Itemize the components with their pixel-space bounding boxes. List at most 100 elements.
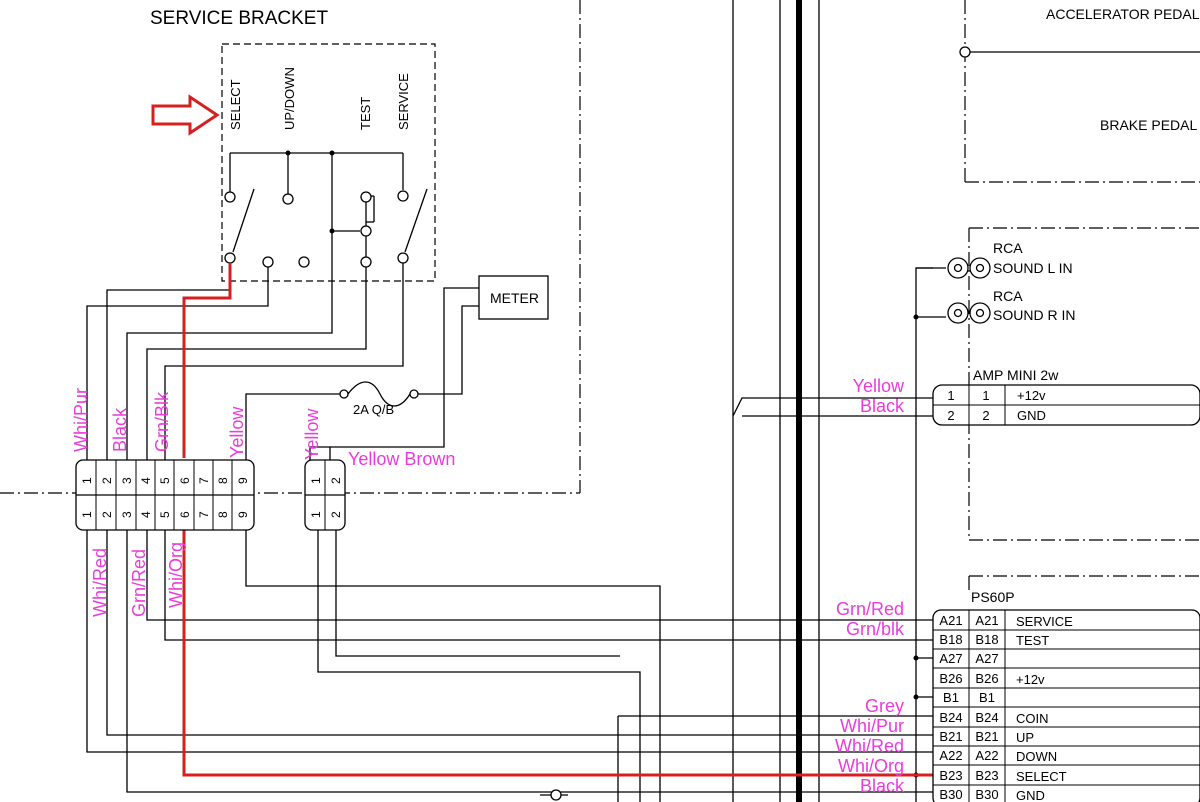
ps-wire-a21: Grn/Red <box>836 599 904 619</box>
ps-wire-b24: Grey <box>865 696 904 716</box>
amp-pin2-1: 1 <box>982 388 989 403</box>
wire-label-yellow-2: Yellow <box>302 408 322 460</box>
ps60p-connector: PS60P A21 A21 SERVICE B18 B18 TEST A27 A… <box>932 589 1200 802</box>
c2-bot-pin-1: 1 <box>309 511 323 518</box>
switch-label-select: SELECT <box>228 79 243 130</box>
connector-9pin: 1 2 3 4 5 6 7 8 9 1 2 3 4 5 6 7 8 9 <box>75 459 255 531</box>
c9-bot-pin-6: 6 <box>178 511 192 518</box>
switch-label-test: TEST <box>358 97 373 130</box>
c2-top-pin-2: 2 <box>329 477 343 484</box>
meter-label: METER <box>490 290 539 306</box>
ps-pin2-a27: A27 <box>975 651 998 666</box>
ps-pin-b30: B30 <box>939 787 962 802</box>
harness-bundle <box>796 0 802 802</box>
ps-sig-a21: SERVICE <box>1016 614 1073 629</box>
wire-label-yellow: Yellow <box>227 406 247 458</box>
wire-label-black: Black <box>110 407 130 452</box>
select-wire-highlight <box>182 263 232 458</box>
amp-wire-1: Yellow <box>853 376 905 396</box>
ps-pin2-b18: B18 <box>975 632 998 647</box>
ps-sig-b18: TEST <box>1016 633 1049 648</box>
c9-top-pin-4: 4 <box>139 477 153 484</box>
wire-label-whi-red: Whi/Red <box>90 548 110 617</box>
c9-bot-pin-8: 8 <box>216 511 230 518</box>
ps-pin-b1: B1 <box>943 690 959 705</box>
ps-pin2-a22: A22 <box>975 748 998 763</box>
c9-bot-pin-1: 1 <box>80 511 94 518</box>
switch-label-service: SERVICE <box>396 73 411 130</box>
c9-top-pin-9: 9 <box>236 477 250 484</box>
ps-pin-b26: B26 <box>939 671 962 686</box>
wire-label-grn-red: Grn/Red <box>129 549 149 617</box>
c9-top-pin-7: 7 <box>197 477 211 484</box>
c9-top-pin-2: 2 <box>100 477 114 484</box>
ps-pin-a21: A21 <box>939 613 962 628</box>
ps-pin2-b24: B24 <box>975 710 998 725</box>
amp-pin-2: 2 <box>947 408 954 423</box>
meter-box: METER <box>478 275 549 320</box>
ps-sig-b30: GND <box>1016 788 1045 802</box>
connector-2pin: 1 2 1 2 <box>304 459 346 531</box>
amp-title: AMP MINI 2w <box>973 367 1059 383</box>
service-bracket-title: SERVICE BRACKET <box>150 8 328 29</box>
rca-type-1: RCA <box>993 240 1023 256</box>
rca-type-2: RCA <box>993 288 1023 304</box>
c9-bot-pin-3: 3 <box>120 511 134 518</box>
ps-wire-b30: Black <box>860 776 905 796</box>
brake-pedal-label: BRAKE PEDAL <box>1100 117 1197 133</box>
ps-wire-b23: Whi/Org <box>838 756 904 776</box>
service-bracket-box <box>221 43 436 282</box>
rca-jacks: RCA SOUND L IN RCA SOUND R IN <box>947 240 1075 324</box>
switch-label-updown: UP/DOWN <box>282 67 297 130</box>
ps-pin-b21: B21 <box>939 729 962 744</box>
ps-pin-b24: B24 <box>939 710 962 725</box>
ps-pin2-b1: B1 <box>979 690 995 705</box>
accelerator-pedal-label: ACCELERATOR PEDAL <box>1046 6 1200 22</box>
arrow-icon <box>151 94 220 136</box>
c2-bot-pin-2: 2 <box>329 511 343 518</box>
amp-connector: AMP MINI 2w 1 1 +12v 2 2 GND <box>932 367 1200 426</box>
amp-pin2-2: 2 <box>982 408 989 423</box>
wire-label-whi-org: Whi/Org <box>166 542 186 608</box>
amp-sig-1: +12v <box>1017 388 1046 403</box>
c9-bot-pin-2: 2 <box>100 511 114 518</box>
rca-label-1: SOUND L IN <box>993 260 1073 276</box>
ps-pin2-b26: B26 <box>975 671 998 686</box>
c9-top-pin-1: 1 <box>80 477 94 484</box>
ps-pin2-a21: A21 <box>975 613 998 628</box>
wire-label-whi-pur: Whi/Pur <box>71 388 91 452</box>
ps-pin-b18: B18 <box>939 632 962 647</box>
ps-pin-a27: A27 <box>939 651 962 666</box>
fuse-label: 2A Q/B <box>353 402 394 417</box>
wiring <box>86 0 1200 802</box>
ps-pin2-b23: B23 <box>975 768 998 783</box>
c9-top-pin-3: 3 <box>120 477 134 484</box>
amp-wire-2: Black <box>860 396 905 416</box>
ps-pin-b23: B23 <box>939 768 962 783</box>
ps-sig-b23: SELECT <box>1016 769 1067 784</box>
c9-top-pin-6: 6 <box>178 477 192 484</box>
ps-wire-b18: Grn/blk <box>846 619 905 639</box>
rca-label-2: SOUND R IN <box>993 307 1075 323</box>
c9-top-pin-8: 8 <box>216 477 230 484</box>
wire-label-yellow-brown: Yellow Brown <box>348 449 455 469</box>
ps-pin2-b21: B21 <box>975 729 998 744</box>
ps60p-title: PS60P <box>971 589 1015 605</box>
c2-top-pin-1: 1 <box>309 477 323 484</box>
wire-labels: Whi/Pur Black Grn/Blk Yellow Yellow Yell… <box>71 376 905 796</box>
fuse <box>339 381 419 407</box>
ps-sig-b21: UP <box>1016 730 1034 745</box>
ps-pin2-b30: B30 <box>975 787 998 802</box>
ps-wire-b21: Whi/Pur <box>840 716 904 736</box>
wire-label-grn-blk: Grn/Blk <box>152 391 172 452</box>
ps-sig-a22: DOWN <box>1016 749 1057 764</box>
amp-sig-2: GND <box>1017 408 1046 423</box>
ps-sig-b24: COIN <box>1016 711 1049 726</box>
c9-bot-pin-5: 5 <box>158 511 172 518</box>
ps-wire-a22: Whi/Red <box>835 736 904 756</box>
amp-pin-1: 1 <box>947 388 954 403</box>
service-bracket: SERVICE BRACKET SELECT UP/DOWN TEST SERV… <box>150 8 436 282</box>
c9-bot-pin-7: 7 <box>197 511 211 518</box>
ps-sig-b26: +12v <box>1016 672 1045 687</box>
